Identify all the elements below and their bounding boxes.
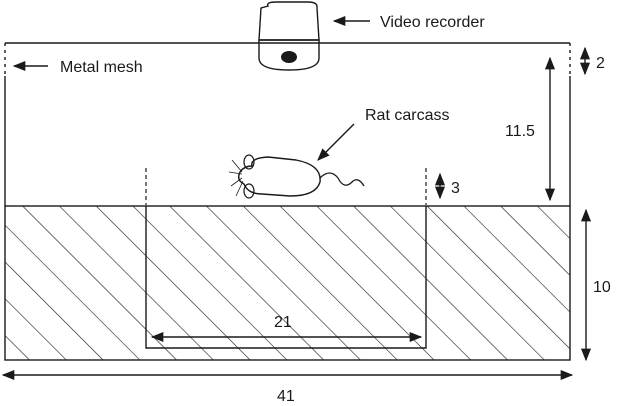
mesh-gap-label: 2 bbox=[596, 55, 605, 72]
rat-carcass-label: Rat carcass bbox=[365, 107, 449, 124]
rat-carcass-arrow bbox=[317, 123, 355, 161]
mesh-height-label: 11.5 bbox=[505, 123, 535, 140]
pit-width-label: 21 bbox=[274, 314, 292, 331]
rat-carcass-icon bbox=[228, 154, 365, 199]
soil-depth-label: 10 bbox=[593, 279, 611, 296]
metal-mesh-label: Metal mesh bbox=[60, 59, 143, 76]
pit-depth-above-label: 3 bbox=[451, 180, 460, 197]
total-width-label: 41 bbox=[277, 388, 295, 405]
video-recorder-icon bbox=[258, 1, 320, 71]
video-recorder-label: Video recorder bbox=[380, 14, 485, 31]
pit-outline bbox=[145, 206, 427, 349]
